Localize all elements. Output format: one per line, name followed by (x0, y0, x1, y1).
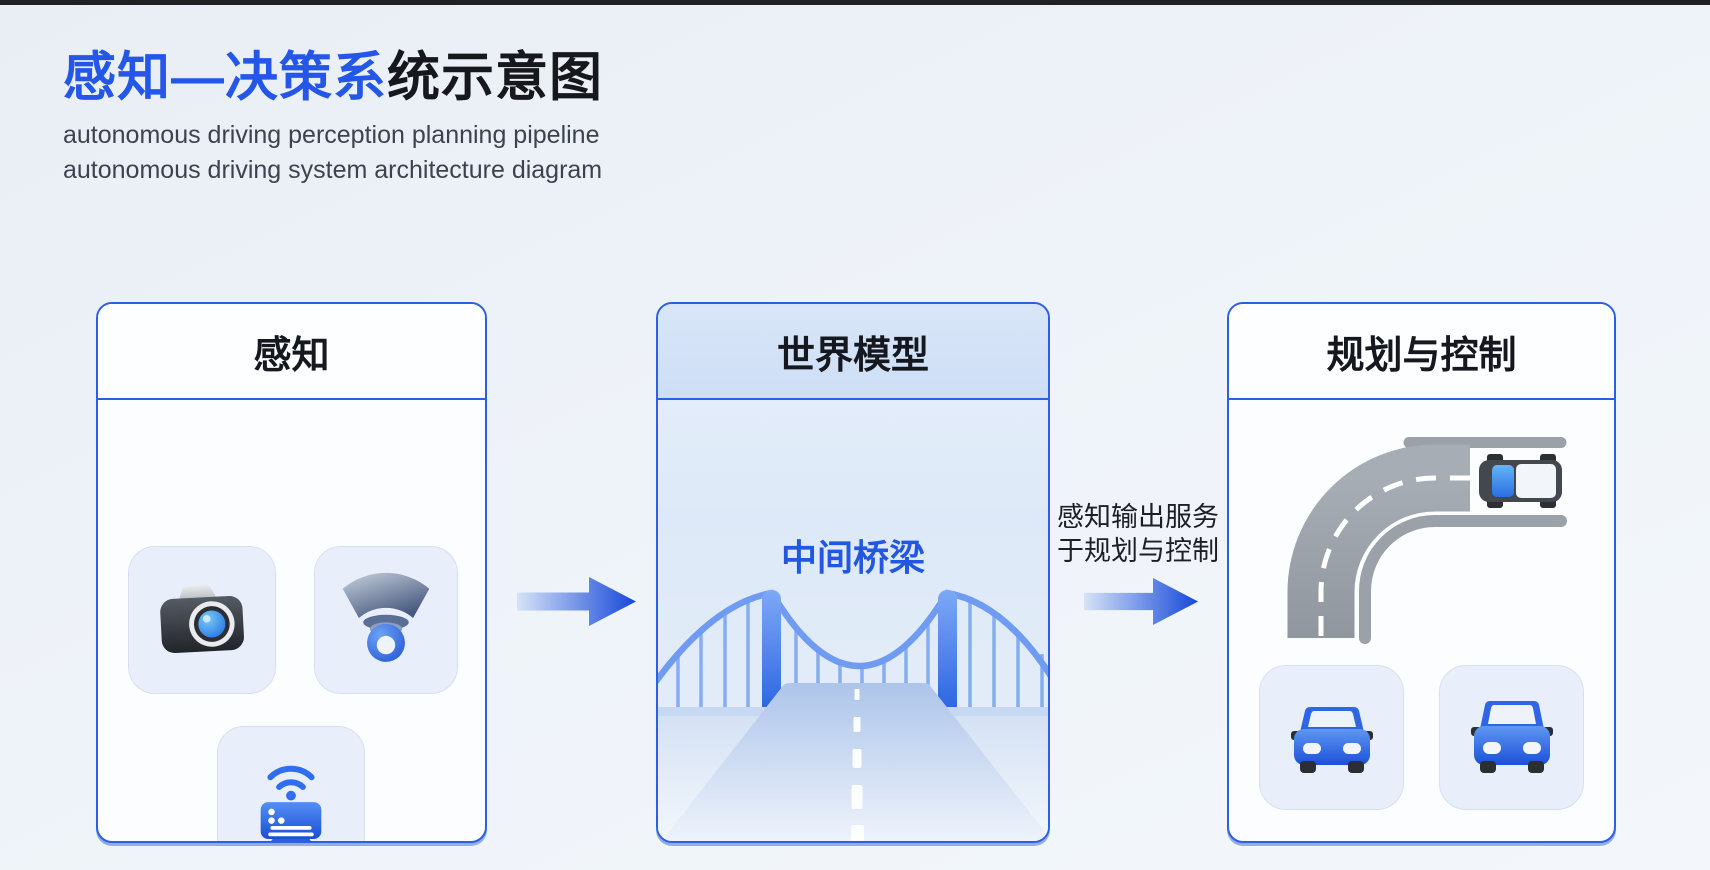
page-title-blue-part: 感知—决策系 (63, 48, 387, 107)
camera-icon (150, 566, 254, 675)
panel-world-model: 世界模型 中间桥梁 (656, 302, 1050, 843)
panel-perception: 感知 (96, 302, 487, 843)
wireless-radar-icon (239, 748, 343, 841)
page-subtitle: autonomous driving perception planning p… (63, 118, 603, 188)
annotation-line-1: 感知输出服务 (1057, 502, 1219, 532)
car-tile-a (1259, 665, 1404, 810)
car-front-icon (1284, 687, 1380, 788)
subtitle-line-1: autonomous driving perception planning p… (63, 120, 600, 149)
flow-arrow-perception-to-world (517, 577, 636, 626)
wireless-radar-tile (217, 726, 365, 841)
heading-block: 感知—决策系统示意图 autonomous driving perception… (63, 48, 603, 188)
annotation-line-2: 于规划与控制 (1057, 536, 1219, 566)
dome-camera-icon (334, 566, 438, 675)
panel-planning-control-title: 规划与控制 (1229, 304, 1614, 400)
top-view-car-icon (1479, 454, 1562, 508)
panel-perception-title: 感知 (98, 304, 485, 400)
arrow-annotation: 感知输出服务 于规划与控制 (1056, 500, 1220, 568)
panel-world-model-title: 世界模型 (658, 304, 1048, 400)
camera-tile (128, 546, 276, 694)
page-title-dark-part: 统示意图 (387, 48, 603, 107)
top-black-bar (0, 0, 1710, 5)
panel-perception-body (98, 400, 485, 841)
dome-camera-tile (314, 546, 458, 694)
car-tile-b (1439, 665, 1584, 810)
bridge-label: 中间桥梁 (780, 537, 925, 578)
suspension-bridge-illustration (658, 589, 1048, 841)
panel-planning-control: 规划与控制 (1227, 302, 1616, 843)
flow-arrow-world-to-planning (1083, 578, 1199, 625)
curved-road-with-car-illustration (1287, 437, 1567, 644)
subtitle-line-2: autonomous driving system architecture d… (63, 155, 603, 184)
page-title: 感知—决策系统示意图 (63, 48, 603, 109)
car-front-icon (1464, 687, 1560, 788)
